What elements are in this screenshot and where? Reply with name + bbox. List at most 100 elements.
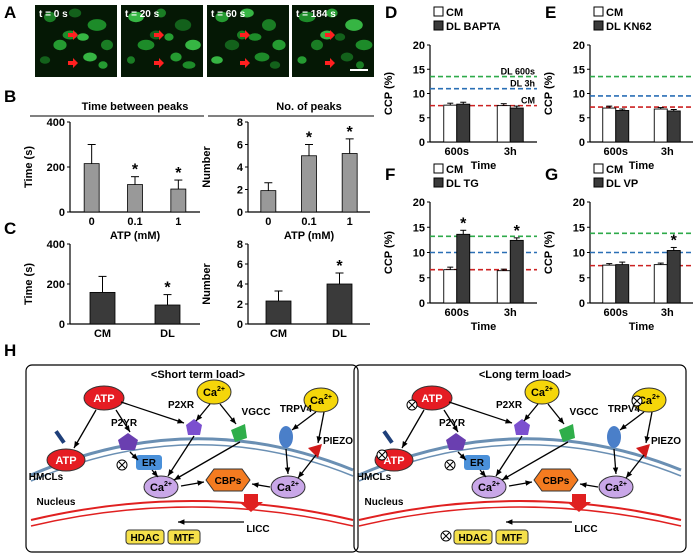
significance-marker: * bbox=[306, 130, 313, 147]
x-tick-label: 0.1 bbox=[301, 216, 316, 228]
bar bbox=[602, 107, 617, 143]
red-arrow-icon bbox=[325, 58, 335, 68]
bar bbox=[127, 184, 143, 213]
cell-blob bbox=[326, 8, 338, 18]
legend-swatch bbox=[593, 177, 604, 188]
chart-title: Time between peaks bbox=[82, 101, 189, 113]
cell-blob bbox=[182, 61, 196, 69]
long-term-title: <Long term load> bbox=[479, 369, 571, 381]
bar bbox=[341, 153, 358, 213]
atp-ellipse-top bbox=[411, 385, 453, 411]
x-tick-label: DL bbox=[332, 328, 347, 340]
micrograph-frame: t = 20 s bbox=[121, 5, 203, 77]
red-arrow-icon bbox=[154, 30, 164, 40]
significance-marker: * bbox=[460, 215, 467, 232]
cell-blob bbox=[356, 61, 364, 69]
arrowhead bbox=[496, 469, 502, 476]
legend-swatch bbox=[593, 6, 604, 17]
vgcc-channel-icon bbox=[559, 424, 575, 442]
ca-purple-left bbox=[143, 475, 179, 499]
significance-marker: * bbox=[671, 232, 678, 249]
arrow bbox=[401, 409, 425, 449]
long-term-panel: ATPATPCa2+Ca2+P2YRP2XRVGCCTRPV4PIEZOHMCL… bbox=[353, 364, 687, 553]
arrowhead bbox=[131, 453, 138, 460]
panel-letter-f: F bbox=[385, 165, 395, 184]
panel-letter-d: D bbox=[385, 3, 397, 22]
arrowhead bbox=[580, 482, 587, 488]
arrowhead bbox=[316, 436, 322, 443]
ca-purple-right bbox=[598, 475, 634, 499]
piezo-label: PIEZO bbox=[651, 436, 681, 447]
big-red-arrow-icon bbox=[239, 494, 263, 512]
red-arrow-icon bbox=[68, 30, 78, 40]
legend-swatch bbox=[433, 177, 444, 188]
arrowhead bbox=[151, 470, 158, 477]
significance-marker: * bbox=[514, 223, 521, 240]
arrow bbox=[495, 435, 523, 477]
mtf-box bbox=[495, 529, 529, 545]
micrograph-frame: t = 184 s bbox=[292, 5, 374, 77]
cell-blob bbox=[262, 19, 276, 31]
cell-blob bbox=[128, 11, 144, 23]
x-tick-label: 600s bbox=[604, 146, 628, 158]
bar bbox=[666, 250, 681, 304]
p2xr-label: P2XR bbox=[168, 400, 195, 411]
cell-blob bbox=[215, 11, 229, 23]
cell-blob bbox=[298, 11, 316, 23]
legend-swatch bbox=[433, 6, 444, 17]
x-tick-label: 1 bbox=[347, 216, 353, 228]
arrow bbox=[501, 441, 569, 481]
y-axis-label: Number bbox=[201, 263, 213, 305]
y-tick-label: 6 bbox=[237, 259, 243, 271]
bar bbox=[301, 155, 317, 213]
cell-blob bbox=[98, 61, 108, 69]
vgcc-label: VGCC bbox=[570, 407, 599, 418]
y-axis-label: CCP (%) bbox=[383, 72, 395, 116]
y-tick-label: 20 bbox=[573, 40, 585, 52]
legend-label: DL VP bbox=[606, 178, 638, 190]
x-axis-label: Time bbox=[471, 160, 496, 172]
arrowhead bbox=[452, 425, 458, 432]
arrowhead bbox=[174, 474, 181, 480]
nucleus-label: Nucleus bbox=[37, 497, 76, 508]
y-tick-label: 5 bbox=[419, 113, 425, 125]
time-stamp: t = 20 s bbox=[125, 9, 160, 20]
x-tick-label: DL bbox=[160, 328, 175, 340]
y-tick-label: 0 bbox=[579, 298, 585, 310]
x-tick-label: 3h bbox=[661, 146, 674, 158]
er-box bbox=[136, 455, 162, 470]
x-tick-label: 600s bbox=[445, 146, 469, 158]
cell-blob bbox=[87, 19, 107, 31]
inhibition-cross bbox=[446, 461, 454, 469]
red-arrow-icon bbox=[240, 30, 250, 40]
er-label: ER bbox=[142, 458, 157, 469]
mtf-label: MTF bbox=[502, 533, 523, 544]
y-tick-label: 400 bbox=[47, 117, 65, 129]
legend-label: DL TG bbox=[446, 178, 479, 190]
bar bbox=[265, 300, 292, 325]
bar bbox=[326, 283, 353, 325]
red-arrow-icon bbox=[240, 58, 250, 68]
legend-label: CM bbox=[446, 164, 463, 176]
atp-ellipse-low bbox=[46, 448, 86, 472]
y-axis-label: CCP (%) bbox=[383, 231, 395, 275]
piezo-label: PIEZO bbox=[323, 436, 353, 447]
y-tick-label: 5 bbox=[419, 273, 425, 285]
cell-blob bbox=[83, 52, 97, 62]
cell-blob bbox=[185, 39, 201, 51]
y-tick-label: 5 bbox=[579, 113, 585, 125]
er-label: ER bbox=[470, 458, 485, 469]
bar bbox=[496, 270, 511, 304]
hdac-label: HDAC bbox=[131, 533, 160, 544]
cell-blob bbox=[137, 39, 155, 51]
arrowhead bbox=[177, 418, 184, 424]
legend-swatch bbox=[593, 20, 604, 31]
x-tick-label: 3h bbox=[661, 307, 674, 319]
nuclear-membrane bbox=[30, 500, 354, 521]
arrowhead bbox=[612, 467, 619, 474]
y-tick-label: 4 bbox=[237, 162, 244, 174]
bar bbox=[615, 264, 630, 304]
legend-label: DL KN62 bbox=[606, 21, 652, 33]
arrow bbox=[73, 409, 97, 449]
